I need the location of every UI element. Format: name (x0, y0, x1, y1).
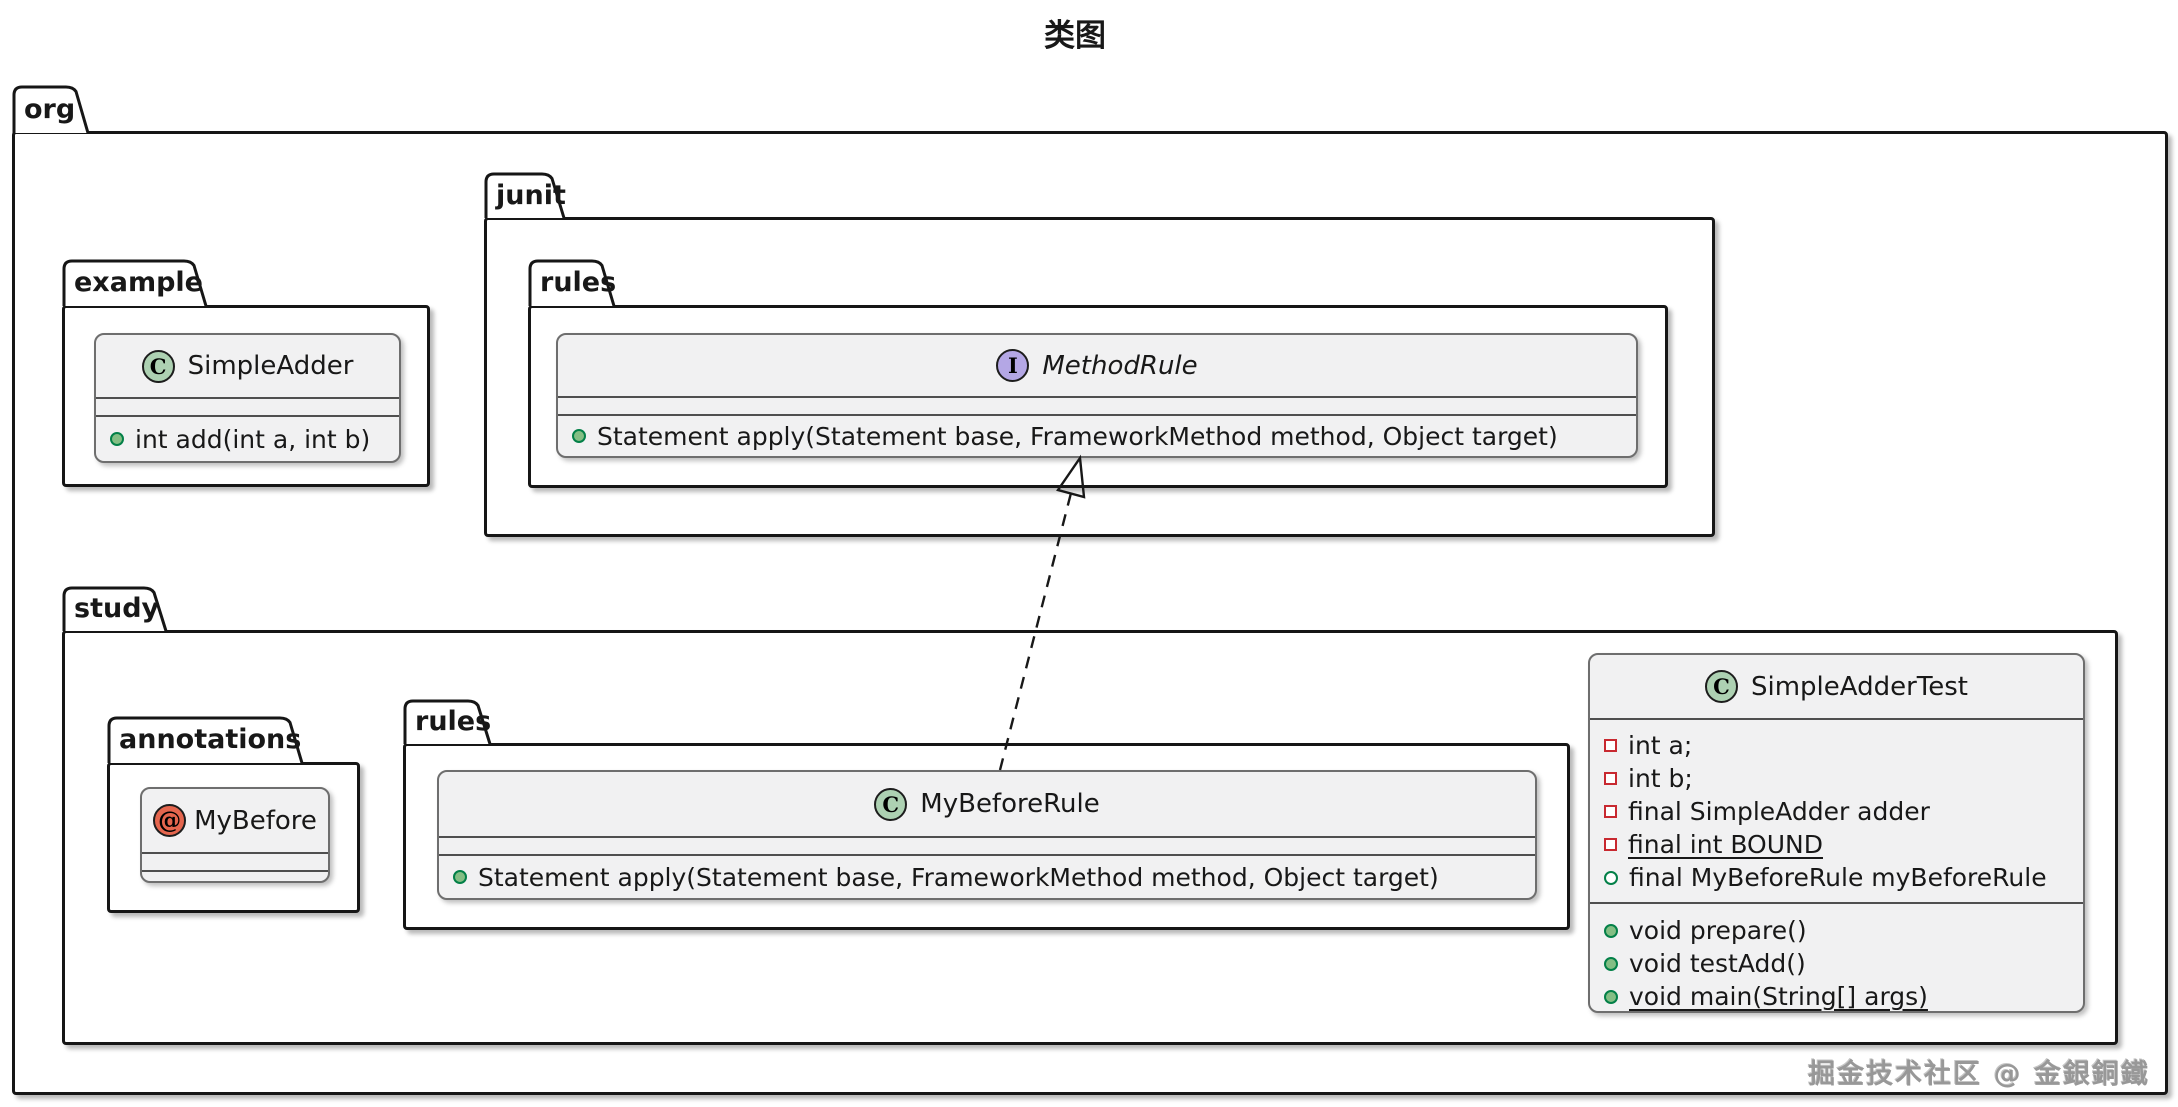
public-method-icon (1604, 989, 1618, 1004)
method-text: void testAdd() (1629, 949, 1806, 978)
methods-section: void prepare() void testAdd() void main(… (1590, 904, 2083, 1011)
field-text: final MyBeforeRule myBeforeRule (1629, 863, 2047, 892)
package-org-tab: org (12, 85, 90, 134)
public-method-icon (453, 870, 467, 884)
section-separator (439, 854, 1535, 856)
section-separator (1590, 902, 2083, 904)
section-separator (142, 852, 328, 854)
method-row-static: void main(String[] args) (1604, 980, 2069, 1011)
public-method-icon (1604, 956, 1618, 971)
method-row: Statement apply(Statement base, Framewor… (572, 420, 1622, 453)
method-text: int add(int a, int b) (135, 424, 371, 454)
method-text: void prepare() (1629, 916, 1807, 945)
public-method-icon (572, 429, 586, 443)
empty-fields-section (439, 838, 1535, 854)
field-row: final SimpleAdder adder (1604, 795, 2069, 828)
field-text: int b; (1628, 764, 1693, 793)
methods-section: Statement apply(Statement base, Framewor… (558, 416, 1636, 456)
folder-tab-shape (484, 172, 566, 219)
package-study-tab: study (62, 586, 168, 632)
package-annotations-label: annotations (119, 724, 302, 755)
class-name: MyBeforeRule (920, 789, 1100, 819)
method-row: Statement apply(Statement base, Framewor… (453, 861, 1521, 894)
method-row: int add(int a, int b) (110, 423, 385, 456)
annotation-mybefore: @ MyBefore (140, 787, 330, 883)
field-row: final MyBeforeRule myBeforeRule (1604, 861, 2069, 894)
folder-tab-shape (62, 259, 208, 307)
private-field-icon (1604, 805, 1617, 818)
package-annotations-tab: annotations (107, 716, 304, 764)
package-example-tab: example (62, 259, 208, 307)
methods-section: Statement apply(Statement base, Framewor… (439, 856, 1535, 898)
class-icon: C (874, 787, 908, 821)
annotation-icon: @ (153, 804, 187, 837)
field-text: int a; (1628, 731, 1693, 760)
field-row-static: final int BOUND (1604, 828, 2069, 861)
package-example-label: example (74, 267, 203, 298)
section-separator (96, 397, 399, 399)
class-simpleaddertest: C SimpleAdderTest int a; int b; final Si… (1588, 653, 2085, 1013)
empty-fields-section (558, 398, 1636, 414)
method-text: Statement apply(Statement base, Framewor… (478, 862, 1439, 892)
private-field-icon (1604, 739, 1617, 752)
section-separator (96, 415, 399, 417)
private-field-icon (1604, 772, 1617, 785)
public-method-icon (1604, 923, 1618, 938)
annotation-mybefore-title: @ MyBefore (142, 789, 328, 852)
section-separator (439, 836, 1535, 838)
package-org-label: org (24, 93, 76, 125)
field-text: final SimpleAdder adder (1628, 797, 1930, 826)
folder-tab-shape (528, 259, 616, 307)
package-junit-tab: junit (484, 172, 566, 219)
interface-methodrule-title: I MethodRule (558, 335, 1636, 396)
package-study-label: study (74, 593, 160, 624)
diagram-title: 类图 (1044, 18, 1106, 54)
methods-section: int add(int a, int b) (96, 417, 399, 461)
folder-tab-shape (403, 699, 492, 745)
class-simpleadder: C SimpleAdder int add(int a, int b) (94, 333, 401, 463)
class-name: SimpleAdderTest (1750, 671, 1968, 702)
section-separator (1590, 718, 2083, 720)
fields-section: int a; int b; final SimpleAdder adder fi… (1590, 720, 2083, 902)
interface-methodrule: I MethodRule Statement apply(Statement b… (556, 333, 1638, 458)
class-icon: C (141, 349, 175, 383)
field-row: int a; (1604, 729, 2069, 762)
class-name: SimpleAdder (187, 351, 354, 381)
empty-methods-section (142, 872, 328, 881)
class-simpleadder-title: C SimpleAdder (96, 335, 399, 397)
folder-tab-shape (107, 716, 304, 764)
class-mybeforerule-title: C MyBeforeRule (439, 772, 1535, 836)
watermark: 掘金技术社区 @ 金銀銅鐵 (1808, 1059, 2150, 1090)
field-row: int b; (1604, 762, 2069, 795)
section-separator (558, 396, 1636, 398)
package-junit-rules-tab: rules (528, 259, 617, 307)
folder-tab-shape (62, 586, 168, 632)
package-junit-label: junit (496, 179, 566, 211)
empty-fields-section (96, 399, 399, 415)
annotation-name: MyBefore (194, 805, 317, 836)
method-text: Statement apply(Statement base, Framewor… (597, 421, 1558, 451)
package-junit-rules-label: rules (540, 267, 617, 298)
method-row: void prepare() (1604, 914, 2069, 947)
section-separator (558, 414, 1636, 416)
package-study-rules-tab: rules (403, 699, 492, 745)
method-row: void testAdd() (1604, 947, 2069, 980)
public-field-icon (1604, 870, 1618, 885)
class-simpleaddertest-title: C SimpleAdderTest (1590, 655, 2083, 718)
package-study-rules-label: rules (415, 706, 492, 737)
interface-name: MethodRule (1042, 350, 1198, 381)
class-icon: C (1704, 670, 1738, 703)
section-separator (142, 870, 328, 872)
empty-fields-section (142, 854, 328, 870)
interface-icon: I (996, 349, 1030, 382)
class-mybeforerule: C MyBeforeRule Statement apply(Statement… (437, 770, 1537, 900)
method-text: void main(String[] args) (1629, 982, 1928, 1011)
public-method-icon (110, 432, 124, 446)
private-field-icon (1604, 838, 1617, 851)
folder-tab-shape (12, 85, 90, 134)
field-text: final int BOUND (1628, 830, 1823, 859)
